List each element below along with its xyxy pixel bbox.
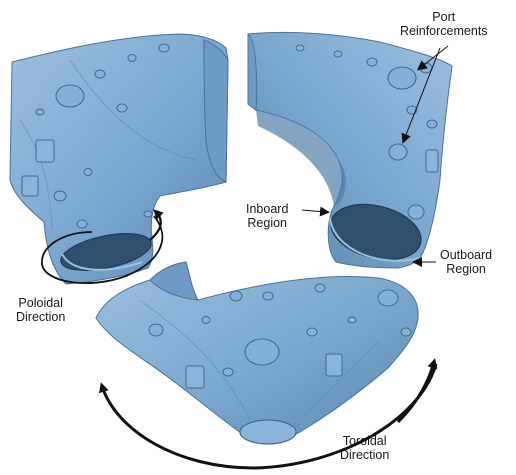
label-line: Inboard xyxy=(246,202,288,216)
upper-right-segment xyxy=(248,32,452,268)
label-line: Reinforcements xyxy=(400,24,488,38)
upper-left-segment xyxy=(10,34,228,284)
bottom-segment xyxy=(96,262,418,444)
port-reinforcements-label: Port Reinforcements xyxy=(400,10,488,38)
label-line: Port xyxy=(400,10,488,24)
toroidal-direction-label: Toroidal Direction xyxy=(340,434,389,462)
inboard-region-label: Inboard Region xyxy=(246,202,288,230)
label-line: Region xyxy=(246,216,288,230)
poloidal-direction-label: Poloidal Direction xyxy=(16,296,65,324)
inboard-leader xyxy=(302,210,326,212)
label-line: Poloidal xyxy=(16,296,65,310)
label-line: Direction xyxy=(16,310,65,324)
label-line: Region xyxy=(440,262,492,276)
outboard-region-label: Outboard Region xyxy=(440,248,492,276)
label-line: Outboard xyxy=(440,248,492,262)
label-line: Direction xyxy=(340,448,389,462)
label-line: Toroidal xyxy=(340,434,389,448)
